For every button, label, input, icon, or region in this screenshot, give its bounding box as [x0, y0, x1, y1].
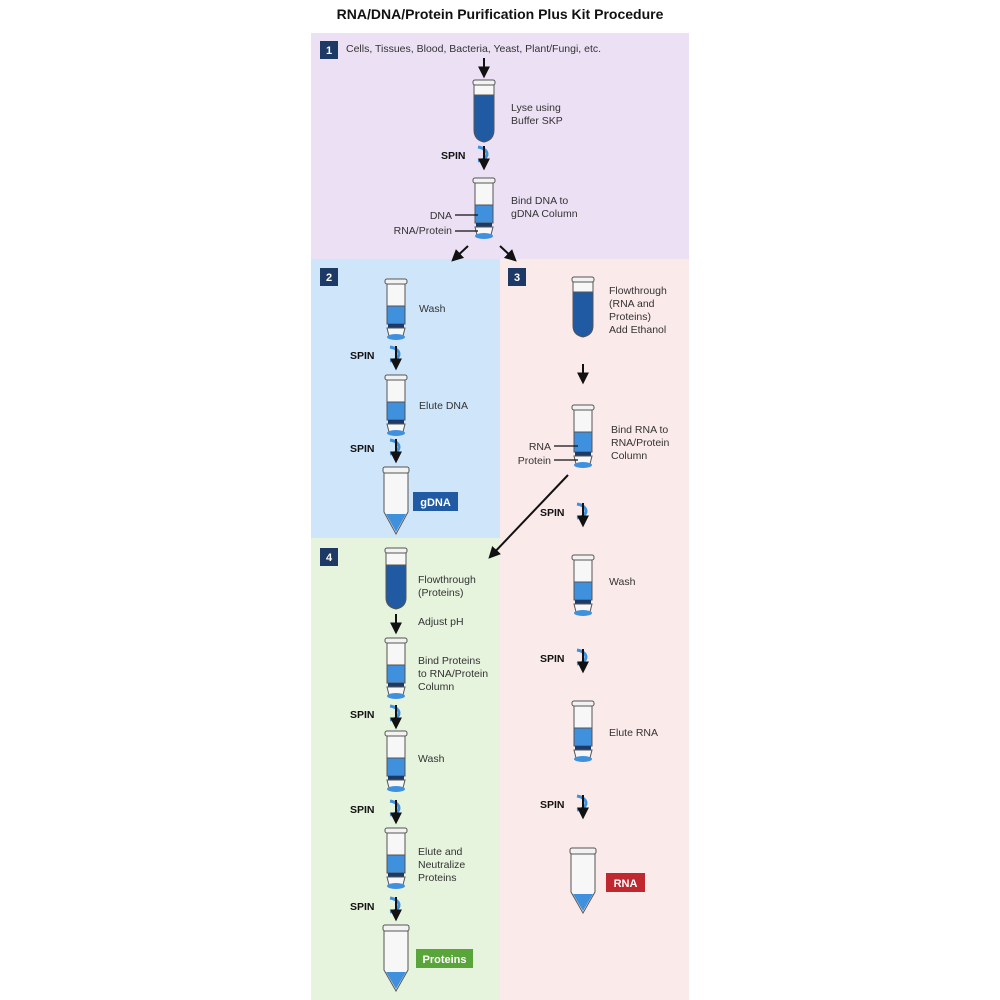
- spin-icon: [576, 502, 589, 528]
- diagram-title: RNA/DNA/Protein Purification Plus Kit Pr…: [337, 6, 664, 22]
- protein-bind-column-icon: [384, 637, 408, 699]
- spin-icon: [389, 345, 402, 371]
- protein-elute-column-icon: [384, 827, 408, 889]
- flowthrough-rna-label-line1: Flowthrough: [609, 285, 667, 297]
- elute-protein-label-line3: Proteins: [418, 872, 457, 884]
- rna-flowthrough-tube-icon: [571, 276, 595, 338]
- rna-protein-label: RNA/Protein: [394, 225, 453, 237]
- spin-label: SPIN: [540, 507, 565, 519]
- bind-dna-label-line1: Bind DNA to: [511, 195, 568, 207]
- step-badge-4: 4: [320, 548, 338, 566]
- gdna-product-badge: gDNA: [413, 492, 458, 511]
- wash-column-icon: [384, 278, 408, 340]
- adjust-ph-label: Adjust pH: [418, 616, 464, 628]
- lyse-label-line1: Lyse using: [511, 102, 561, 114]
- branch-arrow-to-panel-3: [499, 245, 517, 262]
- branch-arrow-to-panel-2: [451, 245, 469, 262]
- spin-label: SPIN: [350, 350, 375, 362]
- flowthrough-rna-label-line3: Proteins): [609, 311, 651, 323]
- protein-pointer-label: Protein: [518, 455, 551, 467]
- lyse-label-line2: Buffer SKP: [511, 115, 563, 127]
- flowthrough-rna-label-line2: (RNA and: [609, 298, 655, 310]
- protein-wash-label: Wash: [418, 753, 445, 765]
- spin-label: SPIN: [540, 799, 565, 811]
- elute-protein-label-line2: Neutralize: [418, 859, 465, 871]
- gdna-collection-tube-icon: [382, 466, 410, 536]
- rna-pointer-label: RNA: [529, 441, 551, 453]
- spin-icon: [389, 438, 402, 464]
- spin-label: SPIN: [350, 804, 375, 816]
- panel-1-background: [311, 33, 689, 259]
- flowthrough-protein-label-line2: (Proteins): [418, 587, 464, 599]
- spin-icon: [477, 145, 490, 171]
- svg-text:Proteins: Proteins: [422, 954, 466, 966]
- spin-icon: [389, 896, 402, 922]
- svg-text:gDNA: gDNA: [420, 497, 451, 509]
- spin-label: SPIN: [350, 709, 375, 721]
- spin-label: SPIN: [540, 653, 565, 665]
- rna-wash-column-icon: [571, 554, 595, 616]
- step-badge-3: 3: [508, 268, 526, 286]
- rna-product-badge: RNA: [606, 873, 645, 892]
- protein-flowthrough-tube-icon: [384, 547, 408, 610]
- step-badge-2: 2: [320, 268, 338, 286]
- elute-rna-column-icon: [571, 700, 595, 762]
- rna-wash-label: Wash: [609, 576, 636, 588]
- step-badge-1: 1: [320, 41, 338, 59]
- protein-transfer-arrow: [488, 474, 569, 559]
- svg-text:3: 3: [514, 272, 520, 284]
- svg-text:RNA: RNA: [614, 878, 638, 890]
- gdna-column-icon: [472, 177, 496, 239]
- rna-column-icon: [571, 404, 595, 468]
- rna-collection-tube-icon: [569, 847, 597, 915]
- spin-label: SPIN: [350, 443, 375, 455]
- elute-dna-column-icon: [384, 374, 408, 436]
- elute-protein-label-line1: Elute and: [418, 846, 463, 858]
- bind-rna-label-line1: Bind RNA to: [611, 424, 668, 436]
- bind-protein-label-line3: Column: [418, 681, 454, 693]
- lysis-tube-icon: [472, 79, 496, 143]
- bind-dna-label-line2: gDNA Column: [511, 208, 578, 220]
- flowthrough-protein-label-line1: Flowthrough: [418, 574, 476, 586]
- proteins-product-badge: Proteins: [416, 949, 473, 968]
- bind-protein-label-line1: Bind Proteins: [418, 655, 480, 667]
- flowthrough-rna-label-line4: Add Ethanol: [609, 324, 666, 336]
- bind-rna-label-line3: Column: [611, 450, 647, 462]
- spin-icon: [576, 794, 589, 820]
- spin-icon: [389, 799, 402, 825]
- spin-icon: [389, 704, 402, 730]
- elute-dna-label: Elute DNA: [419, 400, 468, 412]
- spin-label: SPIN: [441, 150, 466, 162]
- sample-types-label: Cells, Tissues, Blood, Bacteria, Yeast, …: [346, 43, 601, 55]
- spin-icon: [576, 648, 589, 674]
- svg-text:2: 2: [326, 272, 332, 284]
- svg-text:1: 1: [326, 45, 332, 57]
- spin-label: SPIN: [350, 901, 375, 913]
- protein-collection-tube-icon: [382, 924, 410, 993]
- bind-rna-label-line2: RNA/Protein: [611, 437, 670, 449]
- dna-wash-label: Wash: [419, 303, 446, 315]
- elute-rna-label: Elute RNA: [609, 727, 658, 739]
- bind-protein-label-line2: to RNA/Protein: [418, 668, 488, 680]
- svg-text:4: 4: [326, 552, 333, 564]
- dna-label: DNA: [430, 210, 452, 222]
- protein-wash-column-icon: [384, 730, 408, 792]
